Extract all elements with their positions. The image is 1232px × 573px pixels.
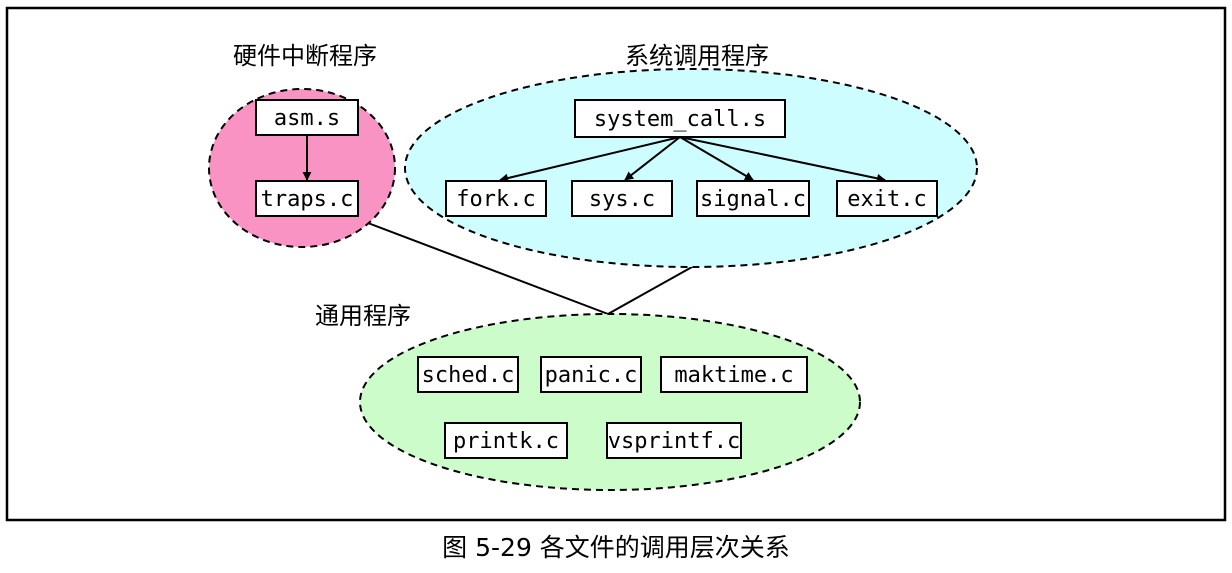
svg-text:signal.c: signal.c xyxy=(700,187,806,212)
hardware-interrupt-title: 硬件中断程序 xyxy=(233,42,377,70)
figure-caption: 图 5-29 各文件的调用层次关系 xyxy=(442,533,790,562)
file-signal-c: signal.c xyxy=(696,180,810,217)
svg-text:traps.c: traps.c xyxy=(261,187,354,212)
link-syscall-to-general xyxy=(607,266,693,315)
file-exit-c: exit.c xyxy=(836,180,938,217)
link-traps-to-general xyxy=(367,222,609,315)
svg-text:maktime.c: maktime.c xyxy=(674,363,793,388)
svg-text:asm.s: asm.s xyxy=(274,106,340,131)
file-maktime-c: maktime.c xyxy=(660,356,808,393)
file-panic-c: panic.c xyxy=(540,356,642,393)
file-system-call-s: system_call.s xyxy=(574,99,786,138)
file-printk-c: printk.c xyxy=(444,422,568,459)
svg-text:fork.c: fork.c xyxy=(456,187,535,212)
file-sched-c: sched.c xyxy=(417,356,519,393)
svg-text:exit.c: exit.c xyxy=(847,187,926,212)
arrow-syscall-to-fork xyxy=(499,136,681,183)
svg-text:system_call.s: system_call.s xyxy=(594,107,766,132)
arrow-syscall-to-sys xyxy=(624,136,681,181)
general-group xyxy=(359,313,861,491)
svg-text:vsprintf.c: vsprintf.c xyxy=(608,429,740,454)
arrow-syscall-to-signal xyxy=(679,136,754,181)
file-vsprintf-c: vsprintf.c xyxy=(606,422,742,459)
svg-text:panic.c: panic.c xyxy=(545,363,638,388)
file-traps-c: traps.c xyxy=(255,180,359,217)
svg-text:printk.c: printk.c xyxy=(453,429,559,454)
file-asm-s: asm.s xyxy=(255,99,359,136)
system-call-group xyxy=(404,68,978,268)
svg-text:sys.c: sys.c xyxy=(589,187,655,212)
file-sys-c: sys.c xyxy=(571,180,673,217)
arrow-syscall-to-exit xyxy=(679,136,886,183)
file-fork-c: fork.c xyxy=(445,180,547,217)
general-title: 通用程序 xyxy=(315,302,411,330)
svg-text:sched.c: sched.c xyxy=(422,363,515,388)
system-call-title: 系统调用程序 xyxy=(625,42,769,70)
